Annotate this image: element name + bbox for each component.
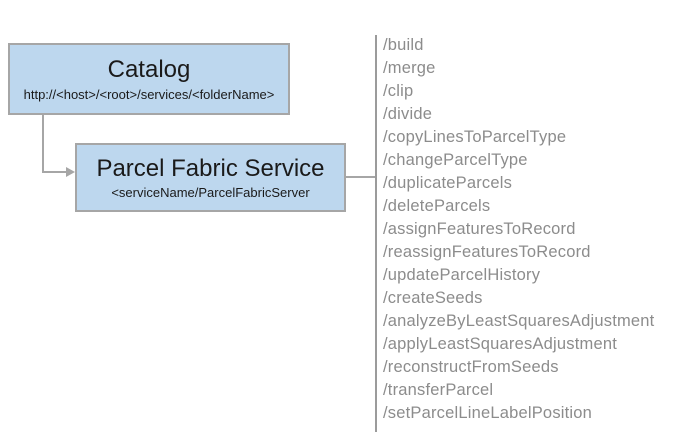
endpoint-item: /analyzeByLeastSquaresAdjustment xyxy=(383,312,655,330)
endpoint-item: /changeParcelType xyxy=(383,151,528,169)
service-title: Parcel Fabric Service xyxy=(96,154,325,182)
arrow-right-icon xyxy=(66,167,75,177)
endpoint-item: /build xyxy=(383,36,424,54)
parcel-fabric-service-node: Parcel Fabric Service <serviceName/Parce… xyxy=(75,143,346,212)
connector-horizontal-segment xyxy=(42,171,67,173)
endpoint-item: /setParcelLineLabelPosition xyxy=(383,404,593,422)
catalog-node: Catalog http://<host>/<root>/services/<f… xyxy=(8,43,290,115)
endpoint-item: /reconstructFromSeeds xyxy=(383,358,559,376)
endpoint-item: /transferParcel xyxy=(383,381,494,399)
endpoint-list: /build /merge /clip /divide /copyLinesTo… xyxy=(383,34,654,425)
endpoint-item: /copyLinesToParcelType xyxy=(383,128,567,146)
endpoint-item: /duplicateParcels xyxy=(383,174,513,192)
endpoint-item: /applyLeastSquaresAdjustment xyxy=(383,335,617,353)
endpoint-item: /clip xyxy=(383,82,414,100)
endpoint-item: /assignFeaturesToRecord xyxy=(383,220,576,238)
endpoint-item: /updateParcelHistory xyxy=(383,266,541,284)
endpoint-item: /reassignFeaturesToRecord xyxy=(383,243,591,261)
service-url: <serviceName/ParcelFabricServer xyxy=(111,185,310,201)
endpoint-item: /createSeeds xyxy=(383,289,483,307)
catalog-url: http://<host>/<root>/services/<folderNam… xyxy=(23,86,275,102)
catalog-title: Catalog xyxy=(107,56,191,84)
endpoint-item: /divide xyxy=(383,105,433,123)
endpoint-item: /merge xyxy=(383,59,436,77)
endpoint-item: /deleteParcels xyxy=(383,197,491,215)
service-to-list-connector xyxy=(346,176,375,178)
connector-vertical-segment xyxy=(42,115,44,173)
endpoint-list-divider-line xyxy=(375,35,377,432)
